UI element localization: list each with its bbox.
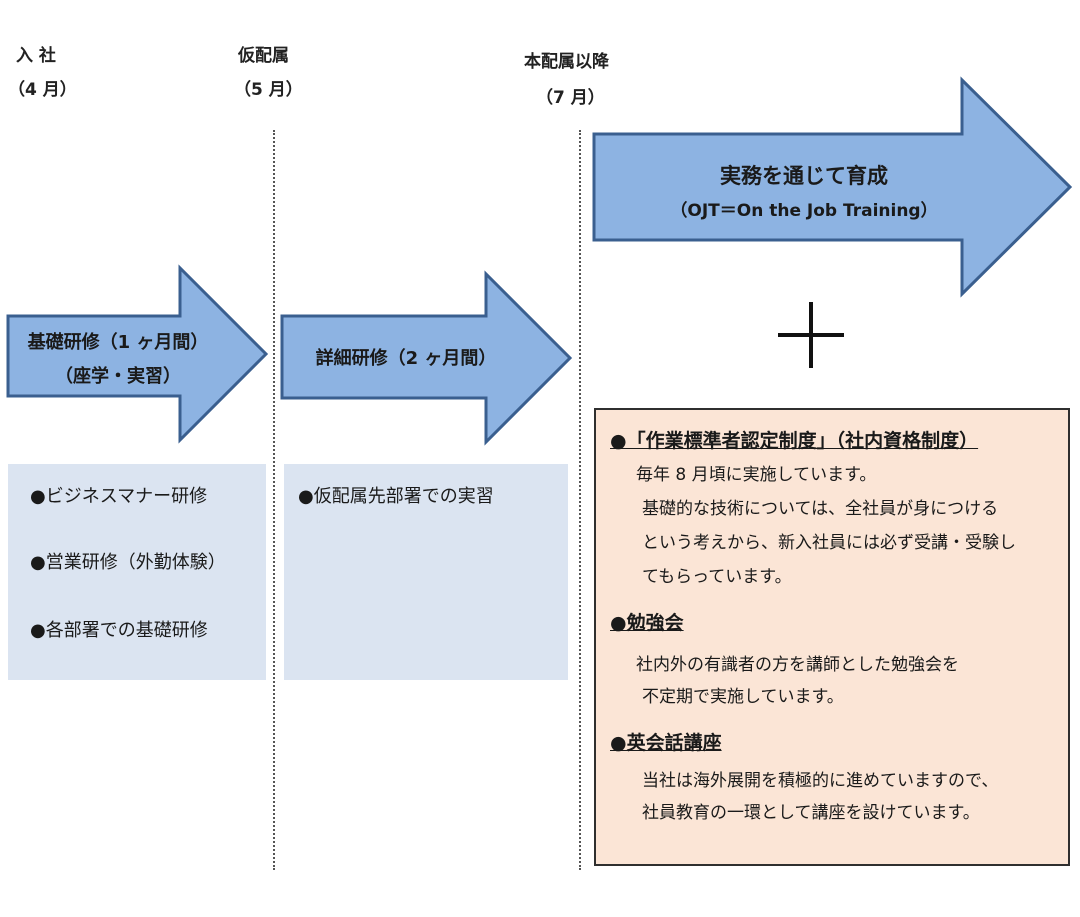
- detail-training-list: ●仮配属先部署での実習: [284, 464, 568, 680]
- basic-training-label: 基礎研修（1 ヶ月間）: [27, 332, 209, 353]
- list-item: ●営業研修（外勤体験）: [30, 552, 226, 573]
- plus-sign: [778, 302, 844, 368]
- english-course-text: 社員教育の一環として講座を設けています。: [642, 803, 980, 823]
- english-course-text: 当社は海外展開を積極的に進めていますので、: [642, 771, 999, 791]
- list-item: ●各部署での基礎研修: [30, 620, 208, 641]
- certification-text: 毎年 8 月頃に実施しています。: [636, 465, 877, 485]
- study-group-text: 社内外の有識者の方を講師とした勉強会を: [636, 655, 959, 675]
- detail-training-arrow: [280, 270, 573, 446]
- phase-divider: [579, 130, 581, 870]
- ojt-arrow: [592, 76, 1073, 298]
- english-course-title: ●英会話講座: [610, 732, 722, 754]
- phase-assignment-title: 本配属以降: [524, 52, 609, 72]
- study-group-text: 不定期で実施しています。: [642, 687, 844, 707]
- certification-title: ●「作業標準者認定制度」（社内資格制度）: [610, 430, 979, 452]
- list-item: ●仮配属先部署での実習: [298, 486, 494, 507]
- phase-divider: [273, 130, 275, 870]
- basic-training-list: ●ビジネスマナー研修 ●営業研修（外勤体験） ●各部署での基礎研修: [8, 464, 266, 680]
- ojt-label: 実務を通じて育成: [720, 164, 888, 188]
- basic-training-sublabel: （座学・実習）: [55, 366, 181, 387]
- phase-provisional-month: （5 月）: [234, 80, 303, 100]
- certification-text: という考えから、新入社員には必ず受講・受験し: [642, 533, 1016, 553]
- ojt-sublabel: （OJT＝On the Job Training）: [670, 201, 938, 221]
- phase-assignment-month: （7 月）: [536, 88, 605, 108]
- certification-text: てもらっています。: [642, 567, 792, 587]
- phase-hire-month: （4 月）: [8, 80, 77, 100]
- list-item: ●ビジネスマナー研修: [30, 486, 208, 507]
- phase-provisional-title: 仮配属: [238, 46, 289, 66]
- certification-text: 基礎的な技術については、全社員が身につける: [642, 499, 999, 519]
- detail-training-label: 詳細研修（2 ヶ月間）: [315, 348, 497, 369]
- basic-training-arrow: [6, 264, 269, 444]
- training-programs-box: ●「作業標準者認定制度」（社内資格制度） 毎年 8 月頃に実施しています。 基礎…: [594, 408, 1070, 866]
- study-group-title: ●勉強会: [610, 612, 684, 634]
- phase-hire-title: 入 社: [16, 46, 56, 66]
